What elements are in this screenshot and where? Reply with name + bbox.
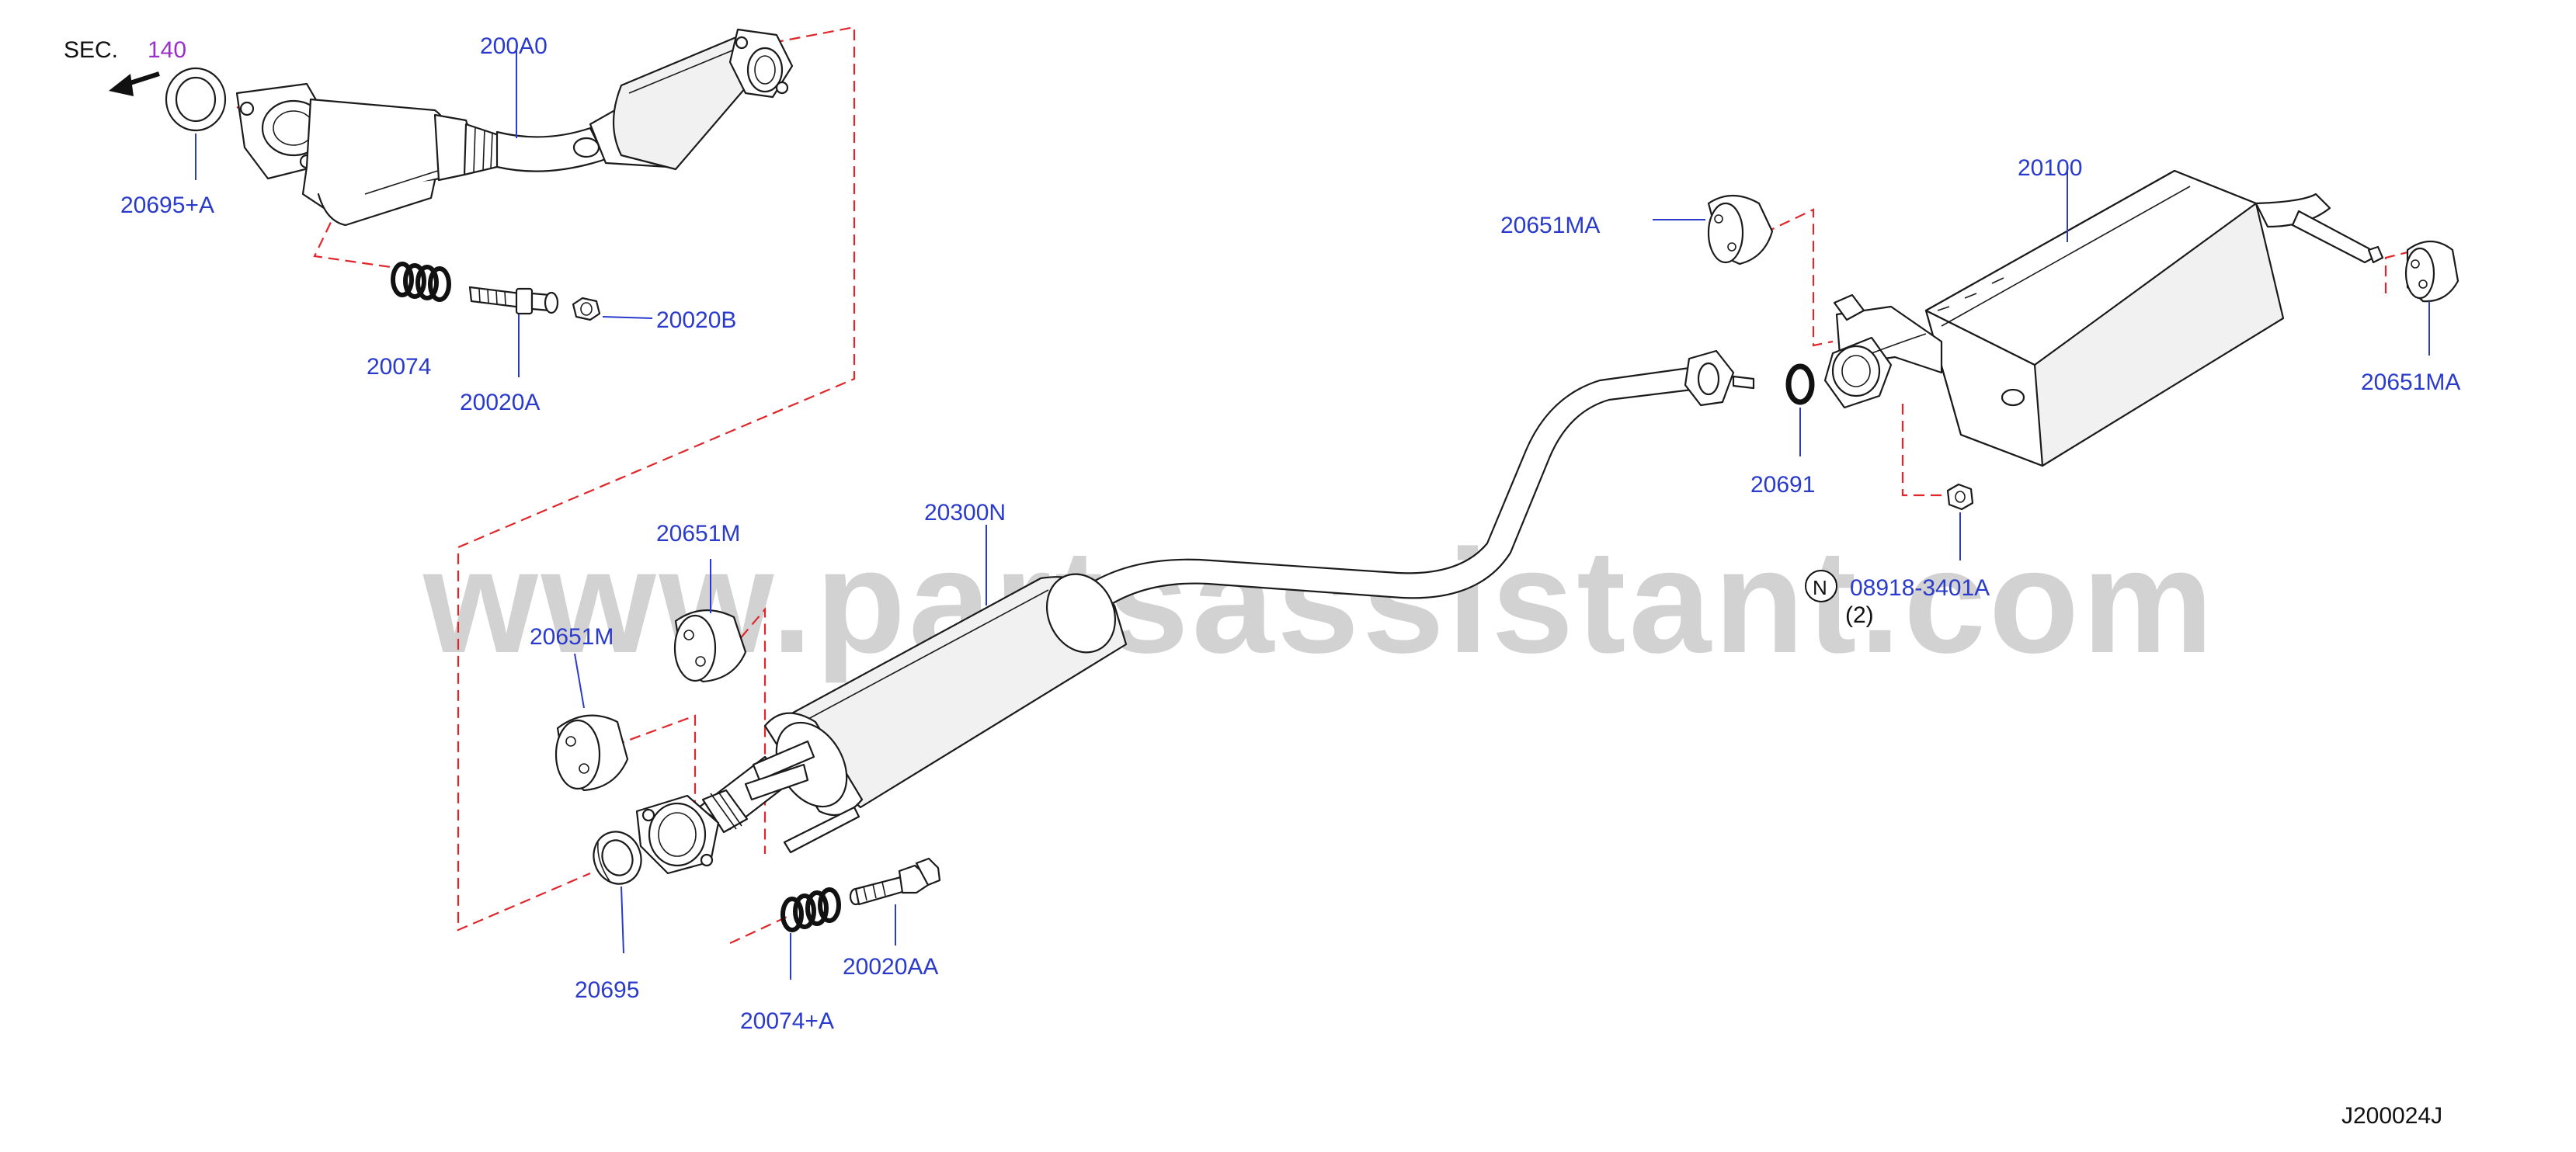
gasket-20695a[interactable]	[165, 67, 227, 132]
insulator-20651m-upper[interactable]	[673, 609, 747, 683]
label-20651m-lower[interactable]: 20651M	[530, 624, 614, 650]
spring-20074a[interactable]	[780, 887, 841, 932]
gasket-20695[interactable]	[586, 825, 648, 890]
n-marker: N	[1805, 570, 1837, 602]
gasket-ring-20691[interactable]	[1785, 363, 1815, 405]
bolt-20020aa[interactable]	[849, 857, 941, 906]
label-20695a[interactable]: 20695+A	[120, 193, 214, 218]
label-20695[interactable]: 20695	[575, 977, 639, 1003]
label-20020b[interactable]: 20020B	[656, 307, 736, 333]
section-number[interactable]: 140	[148, 37, 186, 63]
label-20074[interactable]: 20074	[367, 354, 431, 380]
flange-plate[interactable]	[635, 794, 720, 875]
label-20020a[interactable]: 20020A	[460, 390, 540, 415]
bolt-20020a[interactable]	[468, 286, 559, 315]
rear-muffler-20100[interactable]	[1823, 169, 2384, 467]
label-20100[interactable]: 20100	[2018, 155, 2082, 181]
insulator-20651ma-right[interactable]	[2404, 241, 2460, 303]
insulator-20651ma-top[interactable]	[1707, 195, 1774, 265]
nut-08918-3401a[interactable]	[1946, 483, 1974, 511]
nut-20020b[interactable]	[572, 297, 601, 321]
insulator-20651m-lower[interactable]	[554, 714, 629, 792]
front-pipe-200a0[interactable]	[235, 28, 794, 227]
label-20651m-upper[interactable]: 20651M	[656, 521, 740, 547]
label-08918-qty: (2)	[1845, 602, 1874, 628]
label-200a0[interactable]: 200A0	[480, 33, 548, 59]
label-20691[interactable]: 20691	[1750, 472, 1815, 498]
n-marker-letter: N	[1813, 576, 1827, 599]
label-20300n[interactable]: 20300N	[924, 500, 1006, 526]
section-reference[interactable]: SEC. 140	[64, 37, 186, 96]
section-prefix: SEC.	[64, 37, 118, 63]
label-20651ma-top[interactable]: 20651MA	[1500, 213, 1600, 238]
label-20020aa[interactable]: 20020AA	[843, 954, 938, 980]
spring-20074[interactable]	[391, 262, 451, 302]
label-20651ma-right[interactable]: 20651MA	[2361, 370, 2460, 395]
label-08918-3401a[interactable]: 08918-3401A	[1850, 575, 1990, 601]
center-pipe-20300n[interactable]	[697, 349, 1755, 854]
label-20074a[interactable]: 20074+A	[740, 1008, 834, 1034]
diagram-code: J200024J	[2341, 1103, 2442, 1129]
